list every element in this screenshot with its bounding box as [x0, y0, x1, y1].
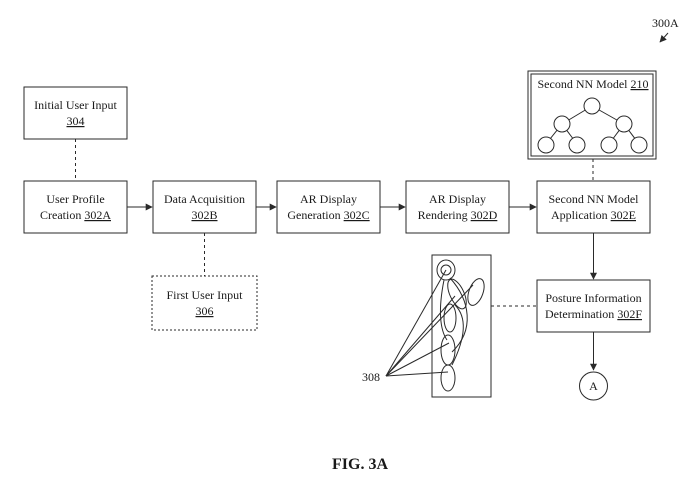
figure-id-pointer — [659, 32, 669, 43]
box-user-profile-creation: User Profile Creation 302A — [23, 180, 128, 234]
box-second-nn-model: Second NN Model 210 — [527, 70, 657, 160]
data-acquisition-line1: Data Acquisition — [164, 192, 245, 206]
box-second-nn-model-application: Second NN Model Application 302E — [536, 180, 651, 234]
second-nn-model-label: Second NN Model 210 — [538, 77, 649, 91]
box-data-acquisition: Data Acquisition 302B — [152, 180, 257, 234]
initial-user-input-label: Initial User Input — [34, 98, 117, 112]
ar-display-generation-line2: Generation 302C — [287, 208, 369, 222]
figure-caption: FIG. 3A — [332, 456, 388, 473]
neural-network-tree-icon — [537, 97, 648, 154]
posture-information-line2: Determination 302F — [545, 307, 642, 321]
second-nn-model-application-line2: Application 302E — [551, 208, 636, 222]
off-page-connector-a: A — [579, 371, 608, 401]
ar-display-rendering-line2: Rendering 302D — [418, 208, 498, 222]
box-ar-display-generation: AR Display Generation 302C — [276, 180, 381, 234]
box-first-user-input: First User Input 306 — [151, 275, 258, 331]
box-ar-display-rendering: AR Display Rendering 302D — [405, 180, 510, 234]
second-nn-model-application-line1: Second NN Model — [549, 192, 640, 206]
posture-information-line1: Posture Information — [545, 291, 641, 305]
body-skeleton-image — [385, 254, 492, 398]
initial-user-input-ref: 304 — [67, 114, 85, 128]
user-profile-creation-line2: Creation 302A — [40, 208, 111, 222]
first-user-input-ref: 306 — [196, 304, 214, 318]
figure-id: 300A — [652, 16, 679, 30]
ar-display-rendering-line1: AR Display — [429, 192, 486, 206]
box-posture-information-determination: Posture Information Determination 302F — [536, 279, 651, 333]
ar-display-generation-line1: AR Display — [300, 192, 357, 206]
data-acquisition-ref: 302B — [191, 208, 217, 222]
first-user-input-label: First User Input — [167, 288, 244, 302]
box-initial-user-input: Initial User Input 304 — [23, 86, 128, 140]
user-profile-creation-line1: User Profile — [46, 192, 104, 206]
connector-a-label: A — [589, 379, 598, 393]
body-image-ref: 308 — [362, 370, 380, 384]
